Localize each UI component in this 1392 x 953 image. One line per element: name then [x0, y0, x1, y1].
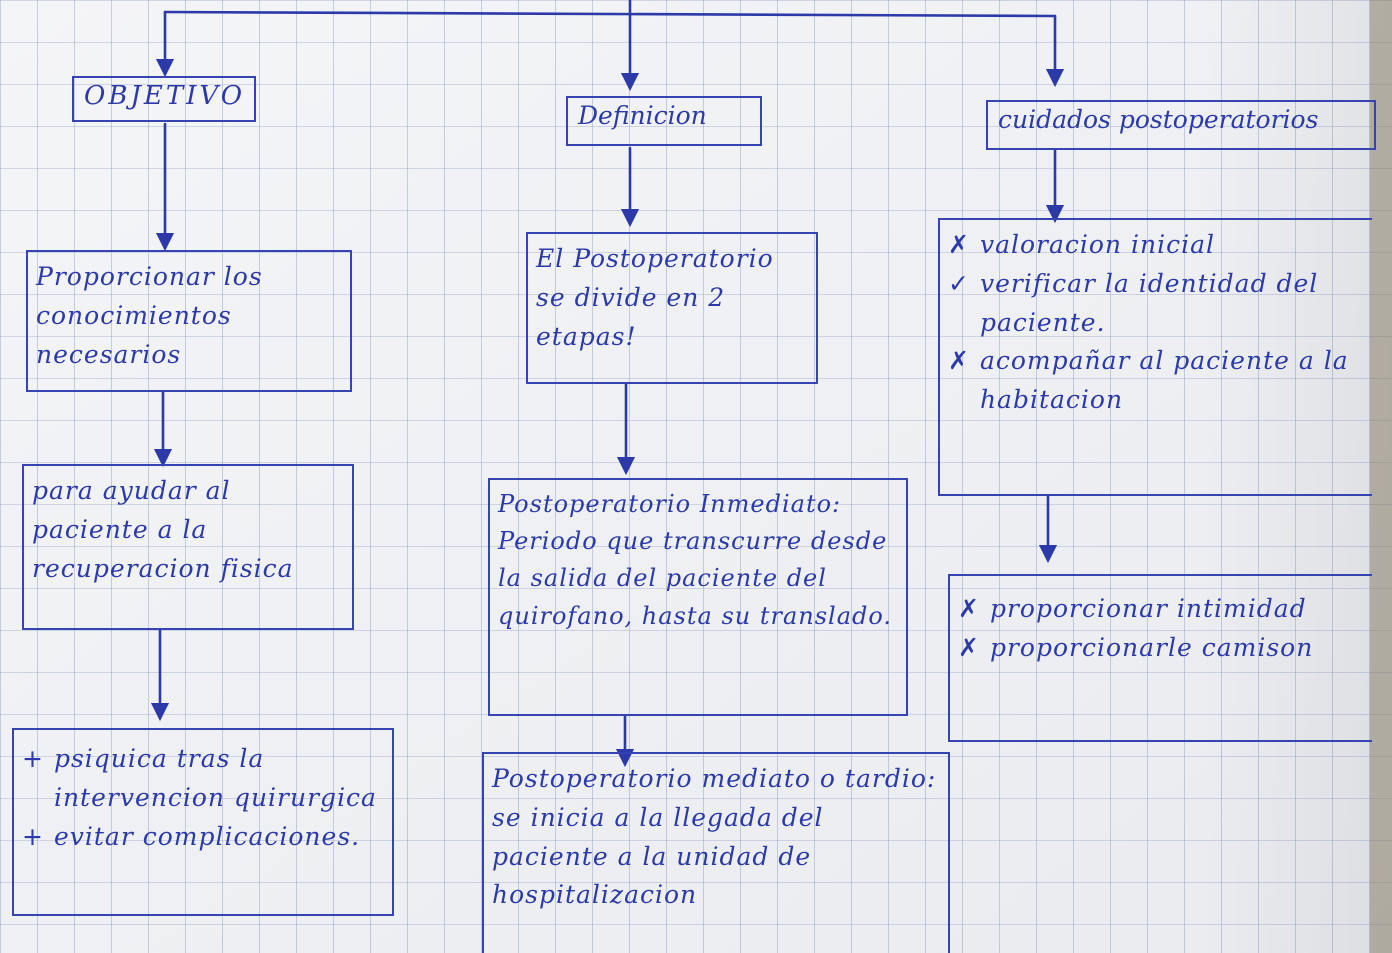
cross-icon: ✗ — [948, 346, 970, 376]
check-icon: ✓ — [948, 268, 970, 298]
objetivo-header: OBJETIVO — [72, 76, 256, 122]
cuidados-box-1: ✗valoracion inicial ✓verificar la identi… — [938, 218, 1372, 496]
top-connector — [163, 10, 1057, 18]
cuidados-header: cuidados postoperatorios — [986, 100, 1376, 150]
definicion-box-1: El Postoperatorio se divide en 2 etapas! — [526, 232, 818, 384]
cross-icon: ✗ — [958, 632, 980, 662]
cuidados-item: ✗valoracion inicial — [948, 226, 1364, 265]
definicion-header: Definicion — [566, 96, 762, 146]
cuidados-box-2: ✗proporcionar intimidad ✗proporcionarle … — [948, 574, 1372, 742]
cuidados-item: ✗proporcionarle camison — [958, 629, 1364, 668]
objetivo-box-2: para ayudar al paciente a la recuperacio… — [22, 464, 354, 630]
definicion-box-2: Postoperatorio Inmediato: Periodo que tr… — [488, 478, 908, 716]
objetivo-item: +evitar complicaciones. — [22, 818, 384, 857]
definicion-box-3: Postoperatorio mediato o tardio: se inic… — [482, 752, 950, 953]
cross-icon: ✗ — [948, 230, 970, 259]
cross-icon: ✗ — [958, 594, 980, 623]
cuidados-item: ✗acompañar al paciente a la habitacion — [948, 342, 1364, 420]
page-edge — [1370, 0, 1392, 953]
objetivo-item: +psiquica tras la intervencion quirurgic… — [22, 740, 384, 818]
cuidados-item: ✗proporcionar intimidad — [958, 590, 1364, 629]
plus-icon: + — [22, 744, 44, 773]
objetivo-box-3: +psiquica tras la intervencion quirurgic… — [12, 728, 394, 916]
plus-icon: + — [22, 821, 44, 851]
cuidados-item: ✓verificar la identidad del paciente. — [948, 265, 1364, 343]
objetivo-box-1: Proporcionar los conocimientos necesario… — [26, 250, 352, 392]
